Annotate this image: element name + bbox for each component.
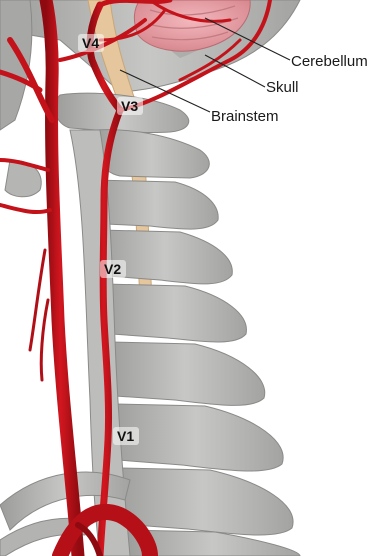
segment-v4-label: V4 <box>82 35 99 51</box>
segment-v3-label: V3 <box>121 98 138 114</box>
skull-label: Skull <box>266 79 299 96</box>
cerebellum-label: Cerebellum <box>291 53 368 70</box>
segment-v1-label: V1 <box>117 428 134 444</box>
brainstem-label: Brainstem <box>211 108 279 125</box>
segment-v2-label: V2 <box>104 261 121 277</box>
